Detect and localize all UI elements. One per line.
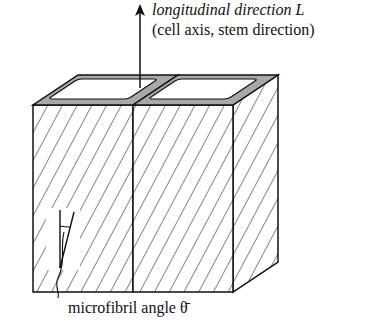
direction-arrow bbox=[139, 12, 141, 88]
direction-label: longitudinal direction L bbox=[152, 1, 304, 19]
arrowhead bbox=[135, 4, 145, 16]
cell-front-face bbox=[33, 105, 133, 292]
cell-side-face bbox=[233, 75, 278, 292]
cell-front-face bbox=[133, 105, 233, 292]
angle-label: microfibril angle θ̄ bbox=[66, 299, 190, 317]
direction-note: (cell axis, stem direction) bbox=[152, 21, 315, 39]
leader-line bbox=[57, 232, 64, 298]
angle-mark bbox=[46, 208, 80, 298]
cell-lumen bbox=[150, 79, 257, 99]
